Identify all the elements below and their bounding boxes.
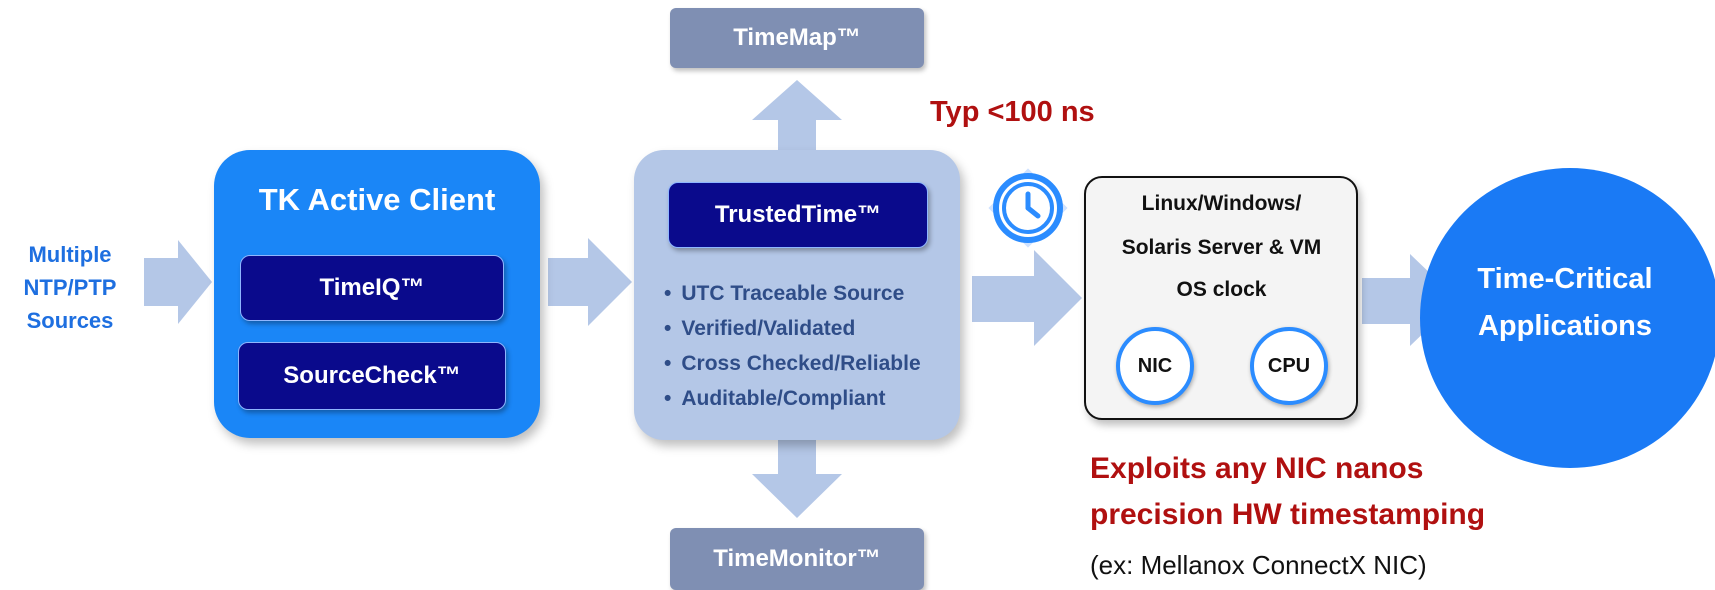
clock-icon xyxy=(988,168,1068,248)
latency-label: Typ <100 ns xyxy=(930,96,1095,128)
arrow-down-to-timemonitor xyxy=(752,440,842,518)
sources-label: Multiple NTP/PTP Sources xyxy=(0,238,140,337)
sources-line-1: Multiple xyxy=(28,242,112,267)
applications-circle xyxy=(1420,168,1715,468)
timemonitor-box: TimeMonitor™ xyxy=(670,528,924,590)
arrow-sources-to-client xyxy=(144,240,212,324)
timeiq-box: TimeIQ™ xyxy=(240,255,504,321)
sources-line-3: Sources xyxy=(26,308,114,333)
trustedtime-box: TrustedTime™ xyxy=(668,182,928,248)
sources-line-2: NTP/PTP xyxy=(23,275,117,300)
applications-line-2: Applications xyxy=(1477,310,1652,342)
sourcecheck-box: SourceCheck™ xyxy=(238,342,506,410)
timemap-box: TimeMap™ xyxy=(670,8,924,68)
feature-item: Verified/Validated xyxy=(664,311,921,346)
nic-circle: NIC xyxy=(1116,327,1194,405)
applications-line-1: Time-Critical xyxy=(1477,263,1653,295)
feature-item: Auditable/Compliant xyxy=(664,381,921,416)
applications-label: Time-Critical Applications xyxy=(1445,256,1685,350)
arrow-client-to-trustedtime xyxy=(548,238,632,326)
trustedtime-feature-list: UTC Traceable Source Verified/Validated … xyxy=(664,276,921,416)
server-line-2: Solaris Server & VM xyxy=(1121,236,1322,259)
note-line-2: precision HW timestamping xyxy=(1090,498,1486,531)
tk-active-client-title: TK Active Client xyxy=(258,182,496,217)
arrow-trustedtime-to-server xyxy=(972,250,1082,346)
arrow-up-to-timemap xyxy=(752,80,842,152)
note-line-1: Exploits any NIC nanos xyxy=(1090,452,1424,485)
feature-item: Cross Checked/Reliable xyxy=(664,346,920,381)
cpu-circle: CPU xyxy=(1250,327,1328,405)
feature-item: UTC Traceable Source xyxy=(664,276,921,311)
server-line-3: OS clock xyxy=(1176,278,1267,301)
server-line-1: Linux/Windows/ xyxy=(1141,192,1302,215)
note-line-3: (ex: Mellanox ConnectX NIC) xyxy=(1090,550,1427,580)
